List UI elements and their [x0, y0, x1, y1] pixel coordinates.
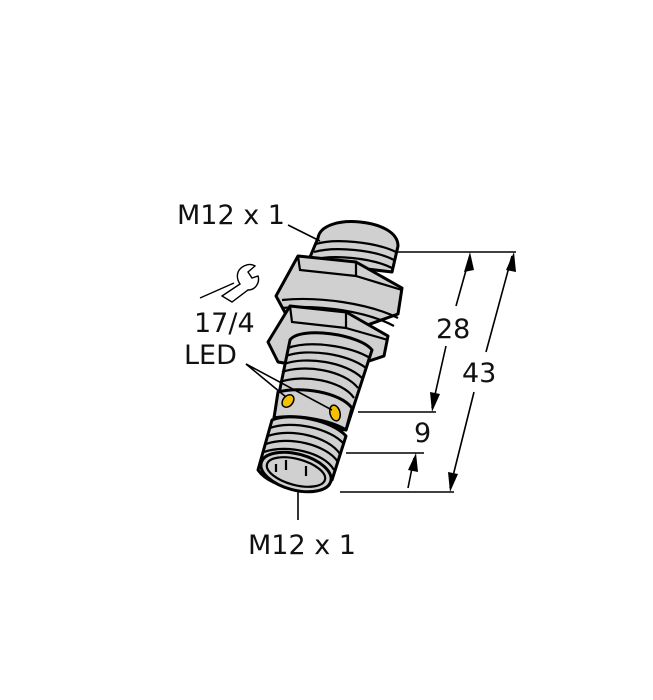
led-label: LED — [184, 340, 237, 371]
dimension-28: 28 — [436, 314, 470, 345]
thread-bottom-label: M12 x 1 — [248, 530, 356, 561]
thread-top-label: M12 x 1 — [177, 200, 285, 231]
thread-top-leader — [287, 224, 321, 242]
led-indicator-left — [281, 393, 295, 409]
connector-thread — [256, 415, 348, 494]
dimension-9: 9 — [414, 418, 431, 449]
dimension-43: 43 — [462, 358, 496, 389]
sensor-body — [256, 220, 404, 494]
dimension-lines — [340, 251, 516, 493]
led-leader-right — [245, 363, 333, 411]
wrench-size-label: 17/4 — [194, 308, 255, 339]
wrench-icon — [199, 263, 260, 303]
led-indicator-right — [328, 404, 342, 422]
led-leader-left — [245, 363, 287, 398]
